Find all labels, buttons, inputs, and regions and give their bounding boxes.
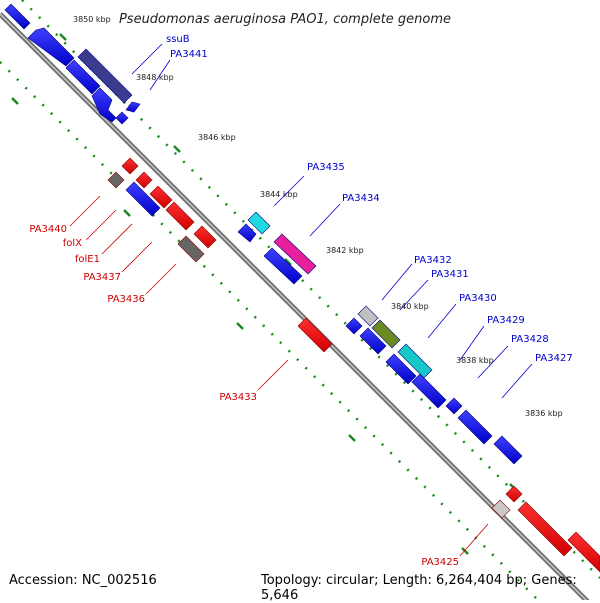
gene-label-PA3441[interactable]: PA3441: [170, 49, 208, 60]
gene-arrow[interactable]: [107, 171, 125, 189]
gene-arrow[interactable]: [115, 111, 129, 125]
gene-label-PA3432[interactable]: PA3432: [414, 255, 452, 266]
genome-backbone: [0, 12, 590, 600]
outer-tick-track: [21, 0, 600, 579]
map-title: Pseudomonas aeruginosa PAO1, complete ge…: [119, 12, 451, 27]
gene-label-folE1[interactable]: folE1: [75, 254, 100, 265]
gene-arrow[interactable]: [165, 201, 195, 231]
gene-label-ssuB[interactable]: ssuB: [166, 34, 190, 45]
gene-arrow[interactable]: [411, 373, 447, 409]
gene-arrow[interactable]: [345, 317, 363, 335]
gene-arrow[interactable]: [125, 181, 161, 217]
gene-arrow[interactable]: [27, 27, 75, 67]
scale-label-3840: 3840 kbp: [391, 302, 429, 311]
scale-label-3846: 3846 kbp: [198, 133, 236, 142]
gene-arrow[interactable]: [567, 531, 600, 573]
gene-label-PA3428[interactable]: PA3428: [511, 334, 549, 345]
scale-label-3850: 3850 kbp: [73, 15, 111, 24]
gene-arrow[interactable]: [263, 247, 303, 285]
gene-arrow[interactable]: [445, 397, 463, 415]
gene-label-PA3437[interactable]: PA3437: [83, 272, 121, 283]
gene-arrow[interactable]: [273, 233, 317, 275]
gene-label-PA3430[interactable]: PA3430: [459, 293, 497, 304]
gene-label-PA3427[interactable]: PA3427: [535, 353, 573, 364]
scale-label-3842: 3842 kbp: [326, 246, 364, 255]
gene-arrow[interactable]: [357, 305, 379, 327]
scale-label-3836: 3836 kbp: [525, 409, 563, 418]
gene-arrow[interactable]: [135, 171, 153, 189]
gene-label-PA3425[interactable]: PA3425: [421, 557, 459, 568]
gene-arrow[interactable]: [4, 3, 31, 30]
gene-arrow[interactable]: [125, 101, 141, 113]
gene-arrow[interactable]: [371, 319, 401, 349]
gene-arrow[interactable]: [457, 409, 493, 445]
gene-label-PA3429[interactable]: PA3429: [487, 315, 525, 326]
gene-arrow[interactable]: [65, 59, 101, 95]
gene-arrow[interactable]: [193, 225, 217, 249]
forward-leaders: [131, 43, 533, 399]
gene-label-PA3431[interactable]: PA3431: [431, 269, 469, 280]
gene-label-PA3434[interactable]: PA3434: [342, 193, 380, 204]
major-ticks: [11, 33, 517, 555]
forward-genes: [4, 3, 523, 465]
gene-label-PA3440[interactable]: PA3440: [29, 224, 67, 235]
gene-arrow[interactable]: [505, 485, 523, 503]
accession-label: Accession: NC_002516: [9, 573, 157, 588]
gene-arrow[interactable]: [77, 48, 133, 104]
inner-tick-track: [0, 61, 539, 600]
scale-label-3838: 3838 kbp: [456, 356, 494, 365]
gene-label-PA3433[interactable]: PA3433: [219, 392, 257, 403]
gene-arrow[interactable]: [91, 87, 117, 123]
reverse-leaders: [69, 195, 489, 557]
gene-label-PA3436[interactable]: PA3436: [107, 294, 145, 305]
gene-arrow[interactable]: [517, 501, 573, 557]
gene-arrow[interactable]: [177, 235, 205, 263]
gene-arrow[interactable]: [493, 435, 523, 465]
gene-arrow[interactable]: [359, 327, 387, 355]
scale-label-3844: 3844 kbp: [260, 190, 298, 199]
gene-label-PA3435[interactable]: PA3435: [307, 162, 345, 173]
gene-arrow[interactable]: [297, 317, 333, 353]
gene-label-folX[interactable]: folX: [63, 238, 82, 249]
gene-arrow[interactable]: [491, 499, 511, 519]
gene-arrow[interactable]: [247, 211, 271, 235]
gene-arrow[interactable]: [385, 353, 417, 385]
reverse-genes: [107, 157, 600, 573]
gene-arrow[interactable]: [121, 157, 139, 175]
topology-label: Topology: circular; Length: 6,264,404 bp…: [261, 573, 577, 603]
gene-arrow[interactable]: [397, 343, 433, 379]
gene-arrow[interactable]: [237, 223, 257, 243]
scale-label-3848: 3848 kbp: [136, 73, 174, 82]
gene-arrow[interactable]: [149, 185, 173, 209]
